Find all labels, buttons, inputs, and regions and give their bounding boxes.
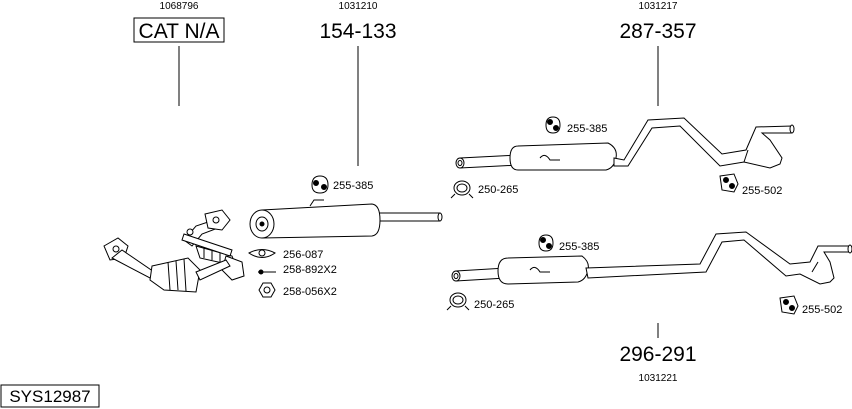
lower-rear-silencer-ref: 1031221: [639, 373, 678, 384]
front-hanger-label: 255-385: [333, 180, 373, 192]
system-code-box: [0, 384, 100, 408]
lower-rear-silencer-number: 296-291: [619, 343, 696, 366]
catalyst-number: CAT N/A: [139, 20, 220, 43]
front-silencer-drawing: [249, 199, 443, 239]
catalyst-converter-drawing: [103, 209, 245, 293]
gasket-icon: [248, 249, 276, 258]
upper-rear-silencer-ref: 1031217: [639, 1, 678, 12]
upper-rear-rubber-icon: [719, 173, 739, 193]
front-silencer-number: 154-133: [319, 20, 396, 43]
upper-rear-rubber-label: 255-502: [742, 185, 782, 197]
lower-clamp-label: 250-265: [474, 299, 514, 311]
lower-rear-silencer-drawing: [451, 231, 852, 285]
front-silencer-ref: 1031210: [339, 1, 378, 12]
lower-rear-rubber-icon: [779, 295, 799, 315]
upper-rear-silencer-drawing: [455, 117, 795, 171]
lower-mid-hanger-label: 255-385: [559, 241, 599, 253]
catalyst-ref: 1068796: [160, 1, 199, 12]
lower-rear-rubber-label: 255-502: [802, 304, 842, 316]
gasket-label: 256-087: [283, 249, 323, 261]
system-code: SYS12987: [9, 387, 90, 406]
upper-mid-hanger-icon: [545, 116, 561, 134]
lower-mid-hanger-icon: [538, 234, 554, 252]
nut-icon: [258, 282, 276, 298]
nut-label: 258-056X2: [283, 286, 337, 298]
stud-icon: [258, 269, 276, 275]
upper-mid-hanger-label: 255-385: [567, 123, 607, 135]
upper-clamp-label: 250-265: [478, 184, 518, 196]
catalyst-number-box: [133, 17, 225, 43]
upper-clamp-icon: [450, 180, 474, 199]
upper-rear-silencer-number: 287-357: [619, 20, 696, 43]
lower-clamp-icon: [446, 292, 470, 311]
stud-label: 258-892X2: [283, 264, 337, 276]
front-hanger-icon: [311, 175, 329, 194]
